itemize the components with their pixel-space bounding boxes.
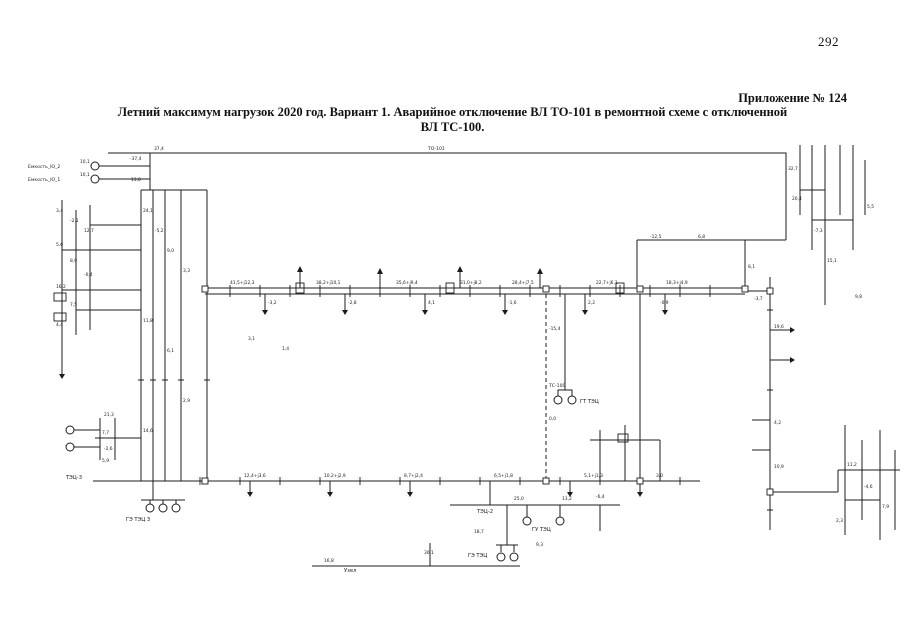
diagram-label: 4,2 (774, 420, 781, 426)
diagram-label: -2,8 (348, 300, 357, 306)
diagram-label: -4,6 (864, 484, 873, 490)
diagram-label: 20,4 (792, 196, 802, 202)
diagram-label: 6,5+j1,8 (494, 473, 513, 479)
transmission-lines (61, 145, 900, 567)
diagram-label: 8,1 (748, 264, 755, 270)
diagram-label: -0,9 (660, 300, 669, 306)
diagram-label: 4,4 (56, 322, 63, 328)
diagram-label: 13,2 (562, 496, 572, 502)
diagram-label: -3,7 (754, 296, 763, 302)
diagram-label: -12,5 (650, 234, 662, 240)
diagram-label: Емкость_Ю_1 (28, 177, 60, 183)
page-number: 292 (818, 34, 839, 49)
diagram-label: 10,1 (80, 159, 90, 165)
diagram-label: Узел (344, 568, 356, 574)
diagram-label: 11,8 (143, 318, 153, 324)
diagram-label: 32,7 (788, 166, 798, 172)
diagram-label: -15,4 (549, 326, 561, 332)
diagram-label: 2,9 (183, 398, 190, 404)
diagram-label: 4,1 (428, 300, 435, 306)
tick-marks (138, 285, 773, 511)
diagram-title: Летний максимум нагрузок 2020 год. Вариа… (0, 105, 905, 135)
diagram-label: ТЭЦ-2 (476, 509, 493, 515)
diagram-label: 31,0+j8,2 (460, 280, 482, 286)
diagram-label: -3,2 (268, 300, 277, 306)
diagram-label: 16,2 (56, 284, 66, 290)
diagram-label: ГТ ТЭЦ (580, 399, 599, 405)
diagram-label: -5,2 (155, 228, 164, 234)
diagram-label: 12,7 (84, 228, 94, 234)
appendix-title: Приложение № 124 (738, 91, 847, 105)
diagram-label: Емкость_Ю_2 (28, 164, 60, 170)
diagram-label: 8,9 (70, 258, 77, 264)
diagram-label: 15,1 (827, 258, 837, 264)
diagram-label: 6,1 (167, 348, 174, 354)
diagram-label: ТС-100 (548, 383, 566, 389)
diagram-label: 7,9 (882, 504, 889, 510)
diagram-label: -0,4 (84, 272, 93, 278)
diagram-label: 35,6+j9,4 (396, 280, 418, 286)
diagram-label: ГЭ ТЭЦ (468, 553, 487, 559)
diagram-label: 24,1 (143, 208, 153, 214)
diagram-label: 12,4+j3,6 (244, 473, 266, 479)
diagram-label: ТЭЦ-3 (65, 475, 82, 481)
generator-icons (65, 161, 577, 562)
diagram-label: 9,3 (536, 542, 543, 548)
diagram-label: ТО-101 (427, 146, 445, 152)
diagram-label: 7,7 (102, 430, 109, 436)
diagram-label: 7,5 (70, 302, 77, 308)
diagram-label: -6,4 (596, 494, 605, 500)
diagram-label: 14,6 (143, 428, 153, 434)
diagram-label: -1,6 (508, 300, 517, 306)
diagram-label: 8,7+j2,4 (404, 473, 423, 479)
diagram-label: 2,2 (588, 300, 595, 306)
diagram-label: 30,1 (424, 550, 434, 556)
diagram-label: ГЭ ТЭЦ 3 (126, 517, 150, 523)
diagram-label: 18,3+j4,9 (666, 280, 688, 286)
diagram-label: 3,4 (56, 208, 63, 214)
diagram-label: 37,4 (154, 146, 164, 152)
diagram-label: 0,0 (549, 416, 556, 422)
diagram-label: 11,2 (847, 462, 857, 468)
diagram-label: 13,8 (131, 177, 141, 183)
switch-squares (201, 285, 774, 496)
diagram-label: 21,3 (104, 412, 114, 418)
diagram-label: 16,8 (324, 558, 334, 564)
diagram-label: 10,1 (80, 172, 90, 178)
diagram-title-line2: ВЛ ТС-100. (420, 119, 485, 134)
diagram-label: 5,1+j1,3 (584, 473, 603, 479)
diagram-label: -37,4 (130, 156, 142, 162)
diagram-label: ГУ ТЭЦ (532, 527, 551, 533)
diagram-label: 18,7 (474, 529, 484, 535)
diagram-label: 3,0 (656, 473, 663, 479)
diagram-label: 2,3 (836, 518, 843, 524)
diagram-label: 9,8 (855, 294, 862, 300)
diagram-label: 22,7+j6,1 (596, 280, 618, 286)
diagram-label: 5,9 (102, 458, 109, 464)
diagram-label: 10,9 (774, 464, 784, 470)
diagram-label: 3,3 (183, 268, 190, 274)
diagram-label: 9,0 (167, 248, 174, 254)
diagram-label: -2,6 (104, 446, 113, 452)
diagram-label: -2,1 (70, 218, 79, 224)
diagram-label: -7,3 (814, 228, 823, 234)
diagram-label: 5,5 (867, 204, 874, 210)
diagram-label: 1,4 (282, 346, 289, 352)
equipment-boxes (53, 282, 629, 443)
diagram-label: 38,2+j10,1 (316, 280, 341, 286)
diagram-label: 5,6 (56, 242, 63, 248)
diagram-label: 19,6 (774, 324, 784, 330)
load-arrow-icons (59, 266, 795, 497)
diagram-label: 10,2+j2,9 (324, 473, 346, 479)
diagram-label: 3,1 (248, 336, 255, 342)
diagram-label: 28,4+j7,5 (512, 280, 534, 286)
diagram-label: 6,8 (698, 234, 705, 240)
diagram-title-line1: Летний максимум нагрузок 2020 год. Вариа… (117, 105, 788, 119)
diagram-label: 41,5+j12,3 (230, 280, 255, 286)
diagram-label: 25,0 (514, 496, 524, 502)
